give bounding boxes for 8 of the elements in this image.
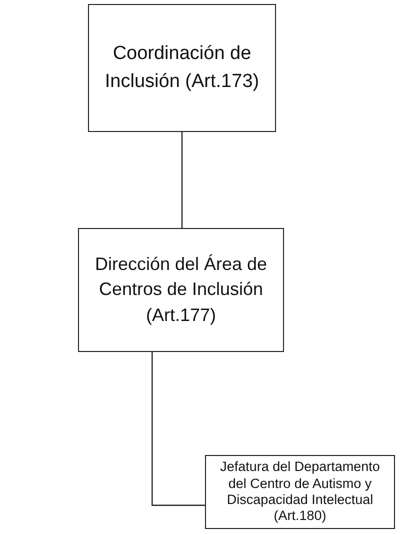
org-box [78,228,284,352]
box-title: Jefatura del Departamento del Centro de Autismo y Discapacidad Intelectual (Art.180) [219,459,381,525]
org-box [88,4,276,132]
connector-line [181,132,183,228]
connector-line [152,352,205,506]
org-box [205,455,395,529]
box-title: Dirección del Área de Centros de Inclusión (Art.177) [94,253,268,327]
box-title: Coordinación de Inclusión (Art.173) [104,42,260,94]
